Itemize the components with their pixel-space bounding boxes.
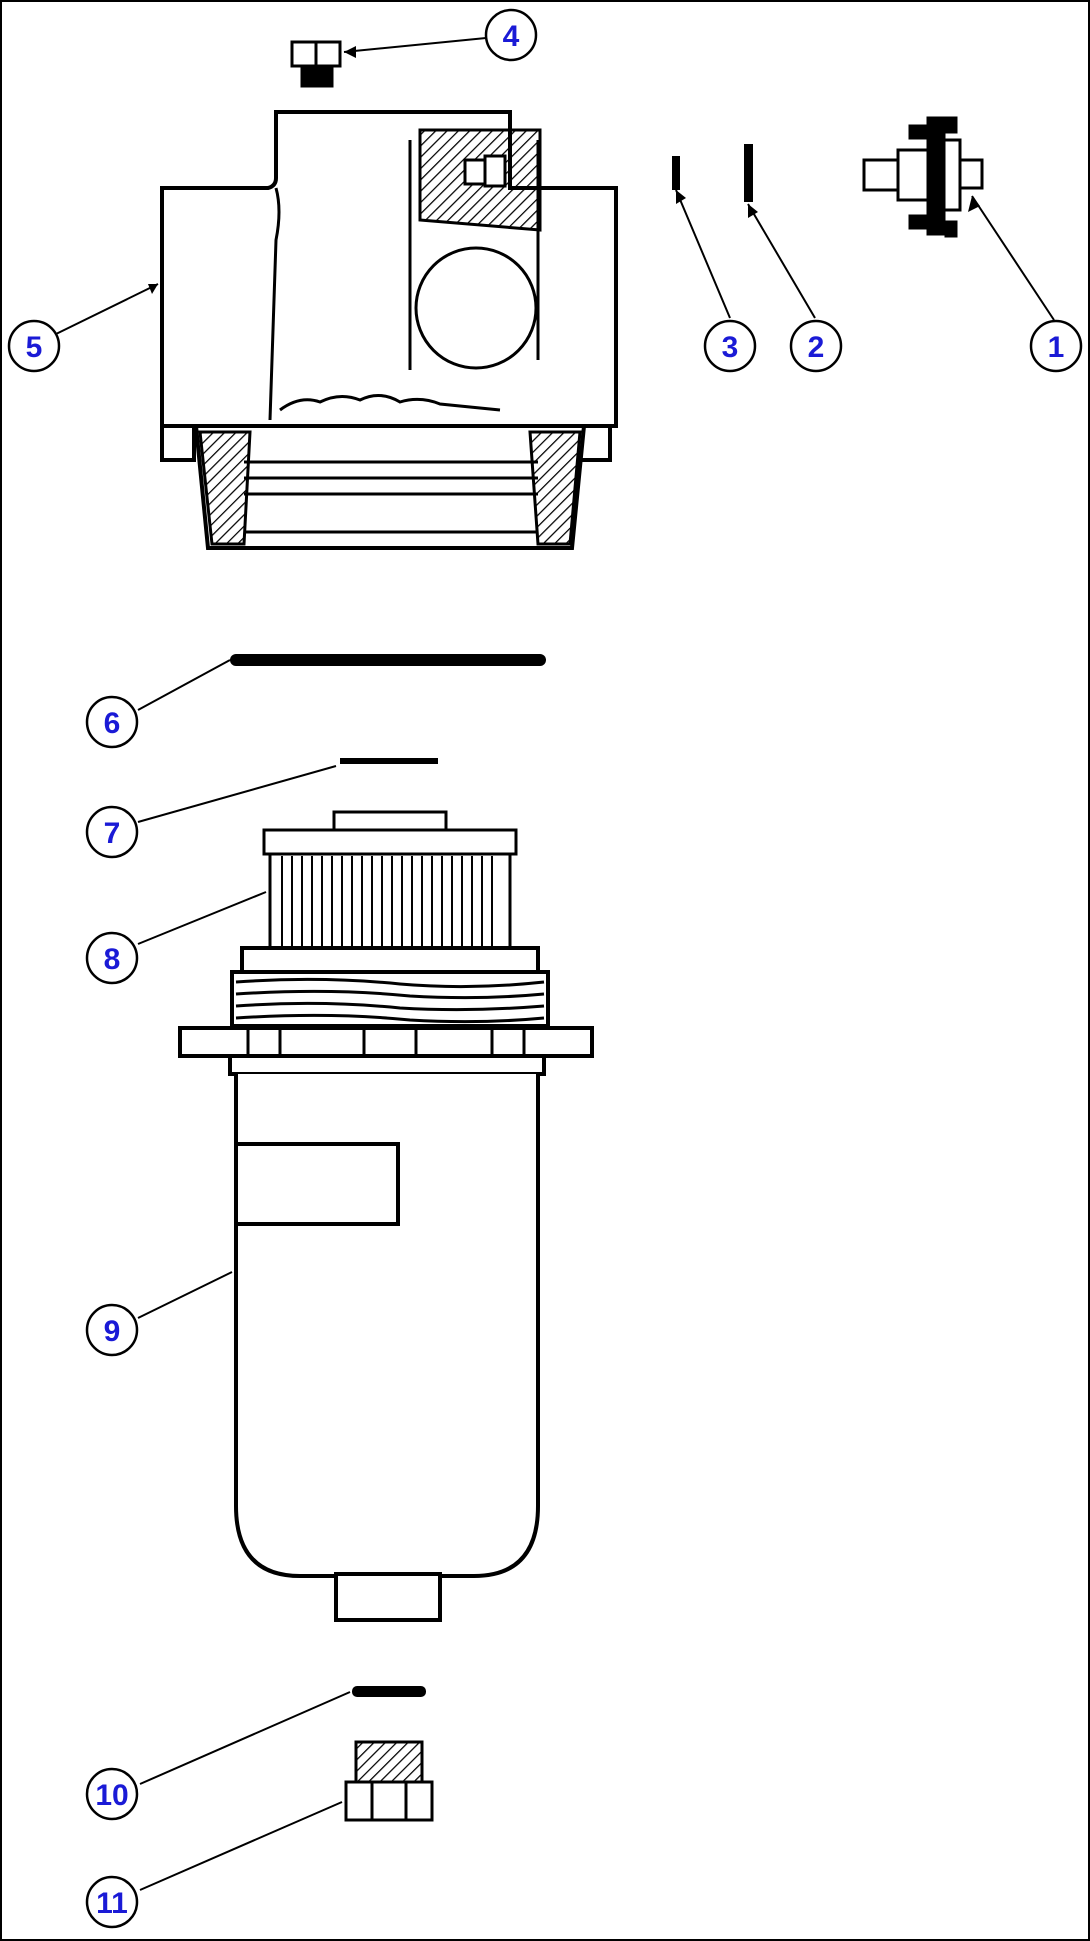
- callout-11: 11: [85, 1875, 139, 1929]
- callout-label: 11: [96, 1887, 128, 1920]
- callout-label: 5: [26, 331, 43, 364]
- part-11-drain-plug: [344, 1740, 434, 1822]
- callout-10: 10: [85, 1767, 139, 1821]
- callout-label: 10: [95, 1779, 128, 1812]
- callout-7: 7: [85, 805, 139, 859]
- callout-label: 6: [104, 707, 121, 740]
- callout-9: 9: [85, 1303, 139, 1357]
- part-5-filter-head: [160, 110, 618, 550]
- callout-8: 8: [85, 931, 139, 985]
- leader-arrowheads: [148, 46, 980, 294]
- callout-label: 1: [1048, 331, 1065, 364]
- callout-label: 2: [808, 331, 825, 364]
- callout-label: 7: [104, 817, 121, 850]
- part-1-sensor: [862, 116, 984, 238]
- part-10-o-ring: [352, 1686, 426, 1697]
- part-9-filter-bowl: [178, 946, 594, 1622]
- callout-1: 1: [1029, 319, 1083, 373]
- callout-3: 3: [703, 319, 757, 373]
- part-4-bolt: [290, 40, 342, 88]
- callout-4: 4: [484, 8, 538, 62]
- leader-lines: [55, 37, 1055, 1891]
- callout-label: 9: [104, 1315, 121, 1348]
- callout-label: 4: [503, 20, 520, 53]
- callout-label: 8: [104, 943, 121, 976]
- callout-6: 6: [85, 695, 139, 749]
- part-3-pin: [672, 156, 680, 190]
- part-7-gasket: [340, 758, 438, 764]
- part-8-filter-element: [262, 810, 518, 952]
- callout-2: 2: [789, 319, 843, 373]
- part-6-seal: [230, 654, 546, 666]
- part-2-pin: [744, 144, 753, 202]
- callout-5: 5: [7, 319, 61, 373]
- callout-label: 3: [722, 331, 739, 364]
